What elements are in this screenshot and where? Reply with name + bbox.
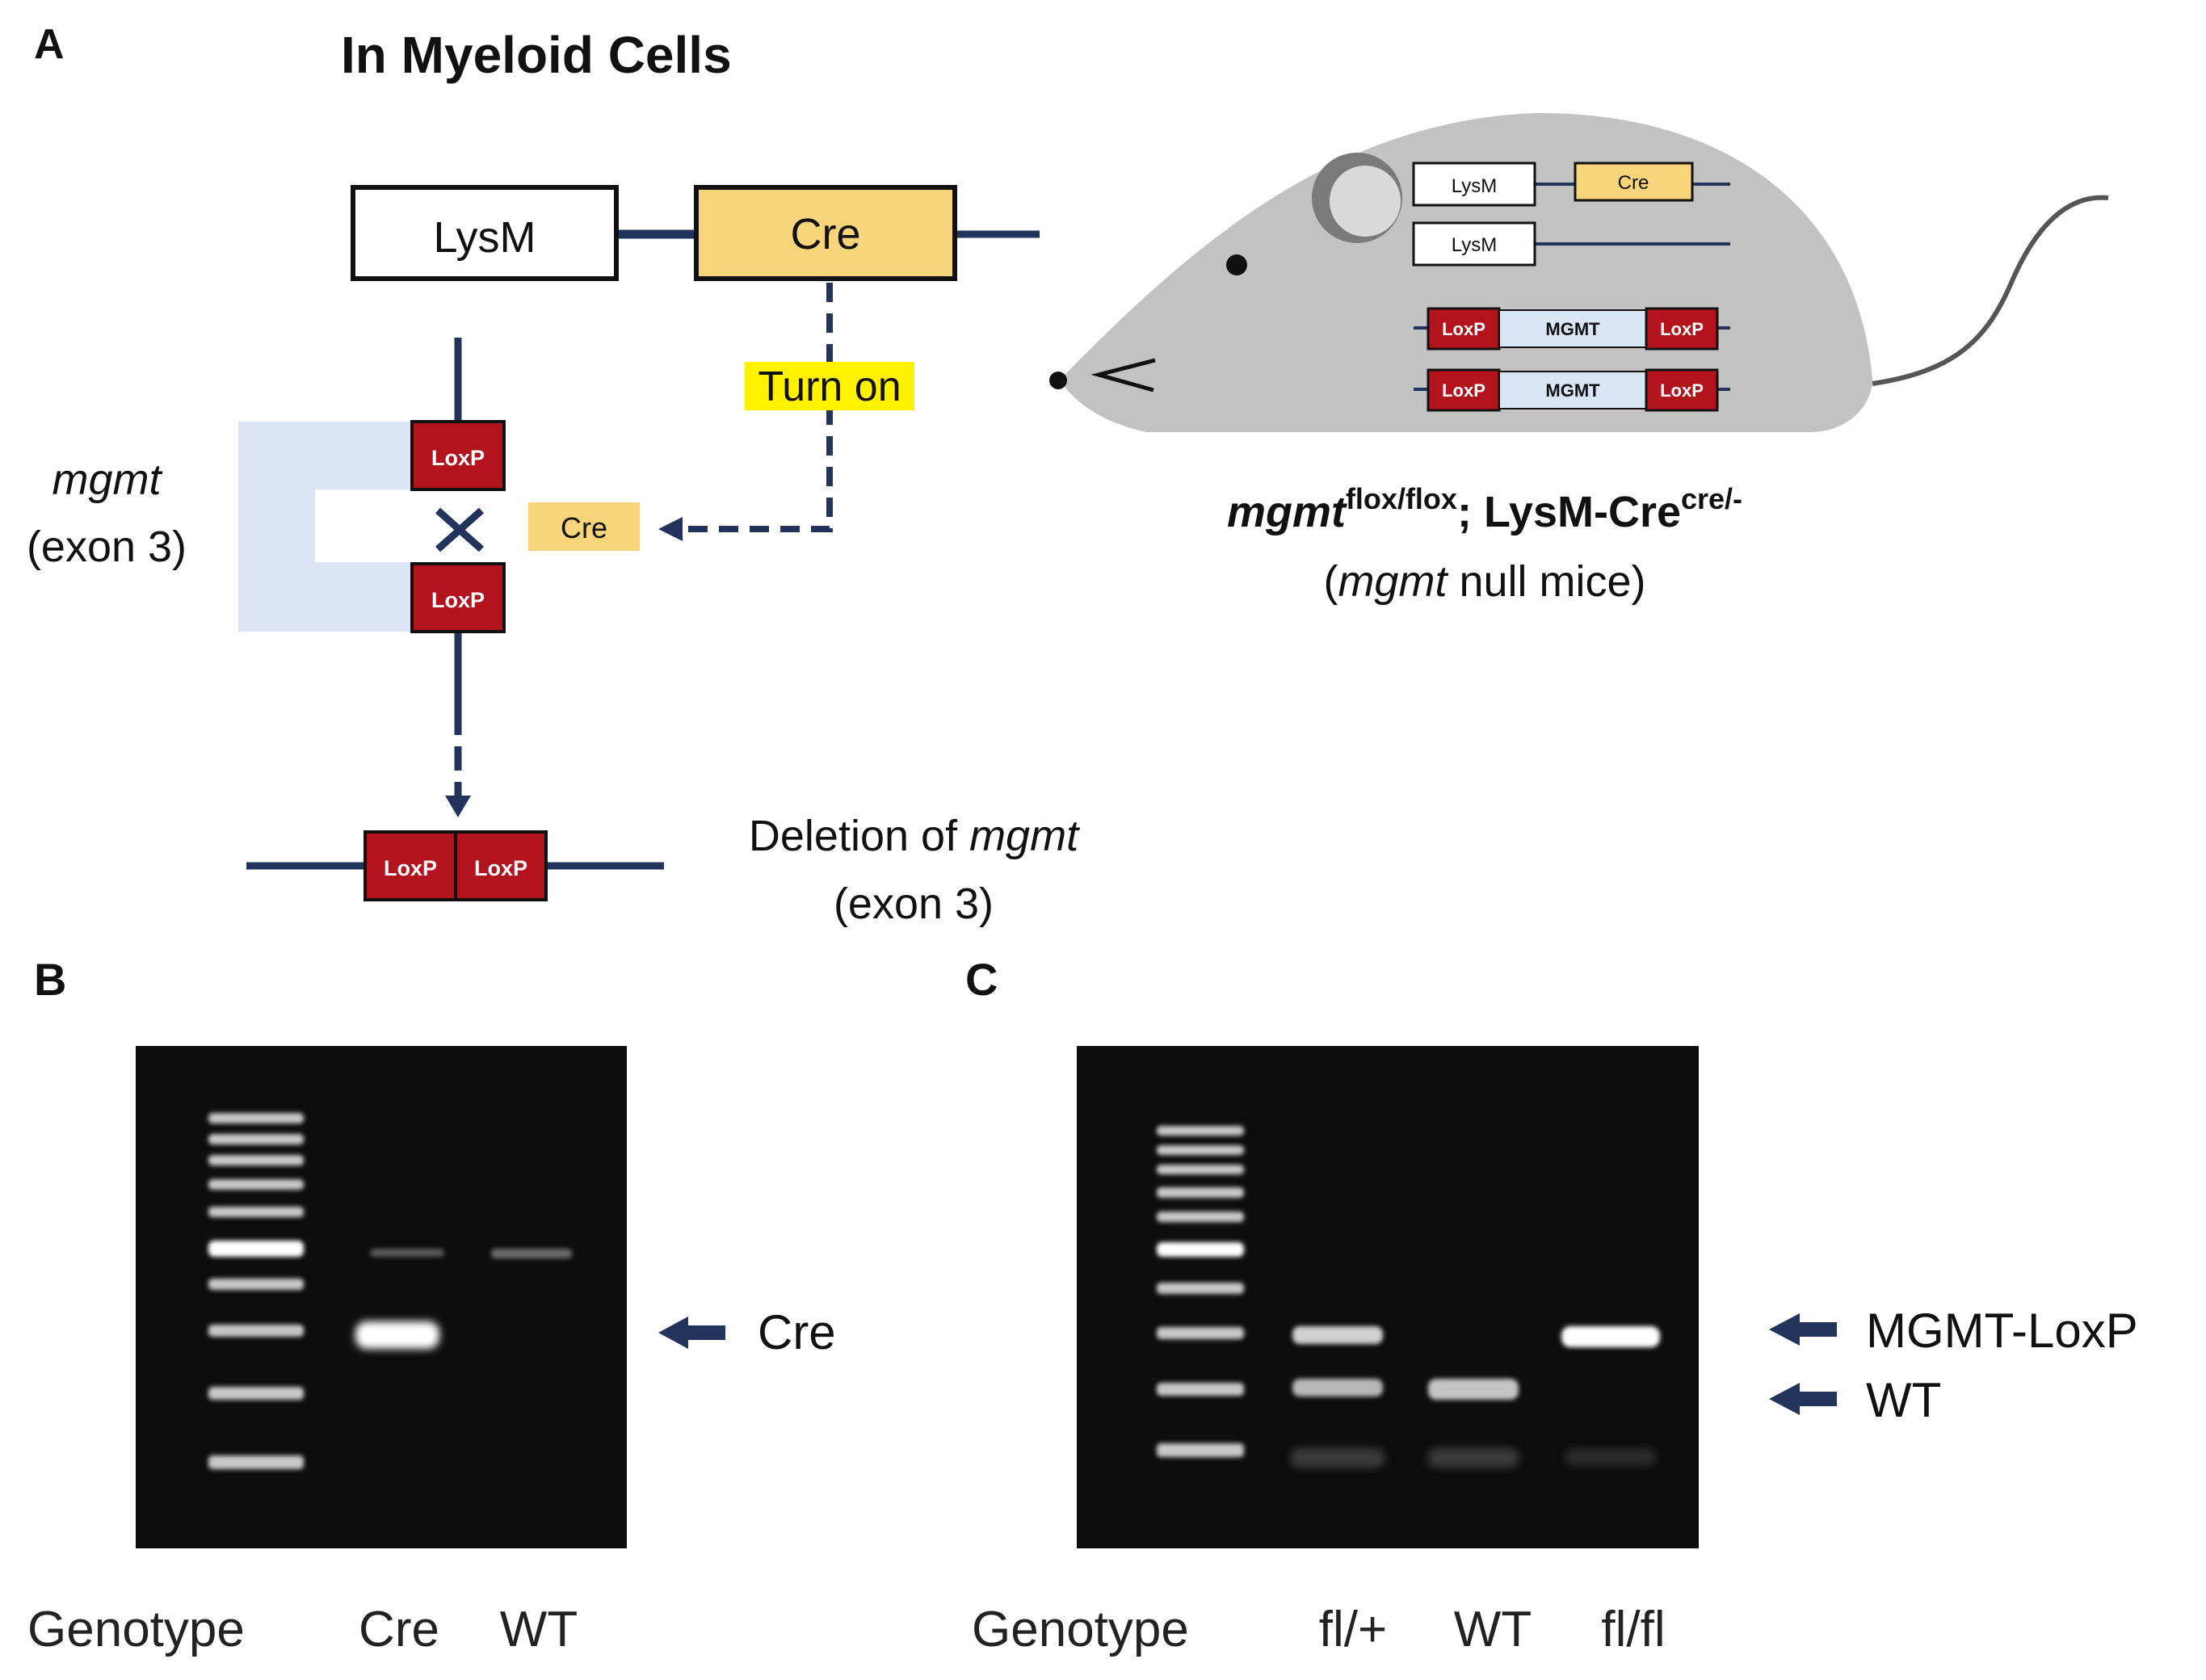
gel-c-lane-fl-plus [1291, 1326, 1385, 1468]
lysm-box-label: LysM [433, 213, 536, 262]
cre-enzyme-label: Cre [561, 511, 607, 544]
mouse-genotype-label: mgmtflox/flox; LysM-Crecre/- [1227, 482, 1742, 536]
gel-c-lane-label-fl-fl: fl/fl [1601, 1602, 1665, 1657]
floxed-locus: LoxP LoxP [238, 338, 506, 817]
turn-on-highlight [745, 362, 914, 410]
gel-c-bands [1157, 1126, 1660, 1468]
mouse-null-label: (mgmt null mice) [1323, 557, 1645, 606]
mouse-flox-2-loxp-right [1645, 368, 1719, 412]
turn-on-dashed-path [677, 283, 833, 532]
gel-c-mgmt-loxp-arrow [1769, 1313, 1837, 1346]
recombination-x-icon [435, 507, 484, 552]
gel-b-ladder [208, 1113, 304, 1469]
cre-box [694, 185, 957, 281]
turn-on-label: Turn on [758, 363, 901, 410]
loxp-label-bottom: LoxP [431, 588, 485, 612]
lysm-cre-construct: LysM Cre [351, 185, 1040, 281]
mouse-flox-1-mgmt [1498, 309, 1647, 348]
loxp-del-right [454, 830, 548, 901]
mouse-illustration: LysM Cre LysM LoxP MGMT LoxP LoxP MGMT L… [1049, 112, 2109, 433]
gel-b-lane-wt [491, 1249, 572, 1258]
gel-b-lane-cre [355, 1249, 444, 1349]
panel-a: A In Myeloid Cells LysM Cre Turn on Cre [27, 21, 2109, 928]
gel-c-wt-arrow [1769, 1383, 1837, 1415]
mouse-ear [1312, 153, 1402, 243]
gel-c-wt-label: WT [1866, 1373, 1941, 1427]
mgmt-gene-label: mgmt [53, 456, 163, 504]
cre-enzyme-box [528, 502, 640, 551]
panel-a-title: In Myeloid Cells [341, 26, 732, 84]
mouse-flox-1-loxp-right [1645, 307, 1719, 351]
loxp-del-left [363, 830, 457, 901]
mouse-cre-label: Cre [1618, 172, 1649, 194]
mouse-cre-box [1574, 162, 1694, 202]
deletion-label: Deletion of mgmt [749, 812, 1080, 860]
lysm-box [351, 185, 619, 281]
gel-c-genotype-label: Genotype [972, 1602, 1189, 1657]
mouse-eye [1226, 254, 1247, 275]
mouse-flox-2-mgmt-label: MGMT [1545, 380, 1600, 401]
gel-b-bands [208, 1113, 572, 1469]
deleted-locus: LoxP LoxP [246, 830, 664, 901]
exon-bracket [238, 422, 435, 632]
mouse-lysm-label-2: LysM [1452, 234, 1497, 256]
mouse-flox-2-loxp-left [1427, 368, 1501, 412]
gel-b-lane-label-cre: Cre [359, 1602, 439, 1657]
mouse-lysm-box-1 [1412, 162, 1536, 207]
panel-c: C [965, 954, 2138, 1657]
mouse-flox-2-loxp-right-label: LoxP [1660, 380, 1704, 401]
gel-c-lane-label-wt: WT [1454, 1602, 1532, 1657]
gel-c [1077, 1046, 1699, 1548]
turn-on-arrowhead [658, 517, 683, 541]
locus-arrowhead [445, 796, 471, 817]
mouse-flox-1-loxp-right-label: LoxP [1660, 319, 1704, 339]
mouse-flox-1-mgmt-label: MGMT [1545, 319, 1600, 339]
cre-box-label: Cre [790, 210, 860, 258]
gel-c-lane-fl-fl [1561, 1326, 1660, 1466]
loxp-box-top [410, 420, 506, 491]
mouse-whiskers [1090, 358, 1156, 393]
mouse-flox-2-mgmt [1498, 371, 1647, 410]
gel-b-lane-label-wt: WT [500, 1602, 578, 1657]
gel-c-mgmt-loxp-label: MGMT-LoxP [1866, 1304, 2138, 1358]
gel-b-genotype-label: Genotype [27, 1602, 245, 1657]
mgmt-exon-label: (exon 3) [27, 523, 187, 571]
mouse-nose [1049, 372, 1067, 389]
mouse-lysm-label-1: LysM [1452, 175, 1497, 197]
mouse-flox-1-loxp-left-label: LoxP [1442, 319, 1485, 339]
mouse-lysm-box-2 [1412, 221, 1536, 267]
loxp-del-left-label: LoxP [384, 856, 437, 880]
gel-c-ladder [1157, 1126, 1244, 1457]
gel-b-cre-arrow-label: Cre [758, 1305, 836, 1359]
loxp-del-right-label: LoxP [474, 856, 527, 880]
turn-on-arrow: Turn on [658, 283, 914, 541]
loxp-box-bottom [410, 562, 506, 633]
gel-c-lane-label-fl-plus: fl/+ [1319, 1602, 1387, 1657]
gel-c-lane-wt [1428, 1379, 1519, 1468]
panel-a-letter: A [34, 21, 65, 68]
panel-c-letter: C [965, 954, 998, 1005]
panel-b-letter: B [34, 954, 66, 1005]
panel-b: B [27, 954, 836, 1657]
mouse-flox-1-loxp-left [1427, 307, 1501, 351]
mouse-flox-2-loxp-left-label: LoxP [1442, 380, 1485, 401]
loxp-label-top: LoxP [431, 446, 485, 470]
deletion-exon-label: (exon 3) [834, 880, 994, 928]
mouse-tail [1872, 195, 2109, 386]
gel-b-cre-arrow [658, 1317, 725, 1349]
